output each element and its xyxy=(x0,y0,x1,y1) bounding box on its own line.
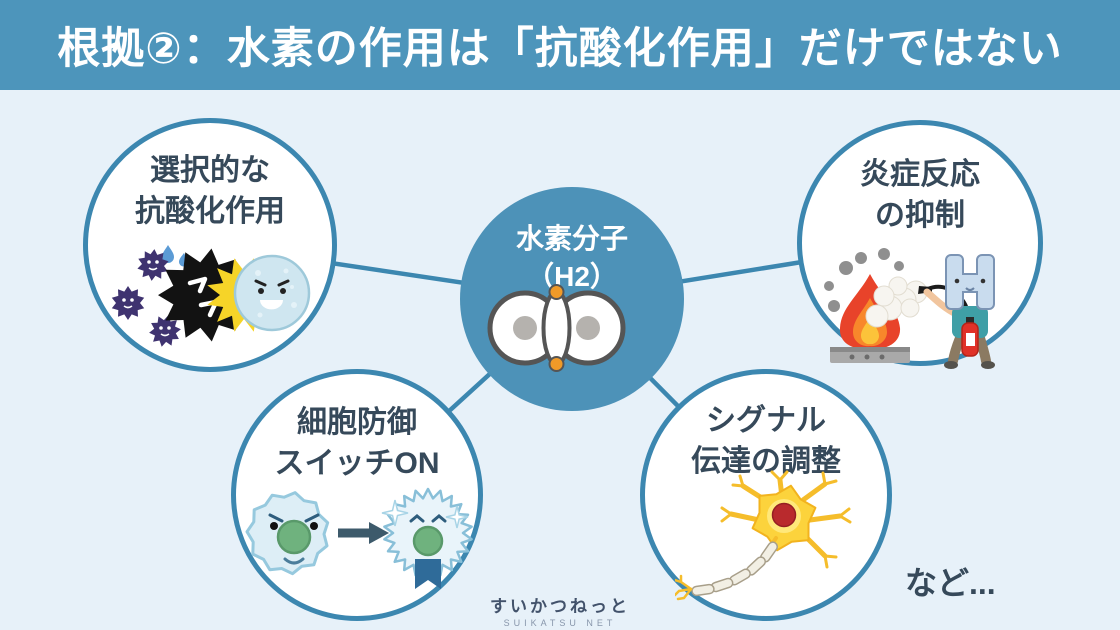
selective-antioxidant-label: 選択的な 抗酸化作用 xyxy=(135,154,285,228)
etc-label: など... xyxy=(905,565,996,601)
fire-extinguisher-icon xyxy=(824,248,995,369)
free-radicals-icon xyxy=(111,245,311,347)
neuron-icon xyxy=(675,470,852,601)
node-inflammation-suppression: 炎症反応 の抑制 xyxy=(797,120,1043,369)
watermark-en: SUIKATSU NET xyxy=(503,618,617,628)
cell-defense-label: 細胞防御 スイッチON xyxy=(274,406,440,480)
node-selective-antioxidant: 選択的な 抗酸化作用 xyxy=(83,118,337,372)
node-cell-defense: 細胞防御 スイッチON xyxy=(231,369,483,621)
watermark: すいかつねっと SUIKATSU NET xyxy=(440,592,680,628)
node-hydrogen-molecule: 水素分子 （H2） xyxy=(460,187,684,411)
page-title: 根拠②：水素の作用は「抗酸化作用」だけではない xyxy=(57,25,1063,73)
center-node-label: 水素分子 （H2） xyxy=(515,223,628,292)
header-banner: 根拠②：水素の作用は「抗酸化作用」だけではない xyxy=(0,0,1120,90)
cell-defense-icon xyxy=(245,487,473,589)
watermark-jp: すいかつねっと xyxy=(490,597,630,616)
hydrogen-molecule-icon xyxy=(487,284,626,372)
node-signal-transduction: シグナル 伝達の調整 xyxy=(640,369,892,621)
signal-transduction-label: シグナル 伝達の調整 xyxy=(691,404,841,478)
inflammation-suppression-label: 炎症反応 の抑制 xyxy=(860,158,980,232)
